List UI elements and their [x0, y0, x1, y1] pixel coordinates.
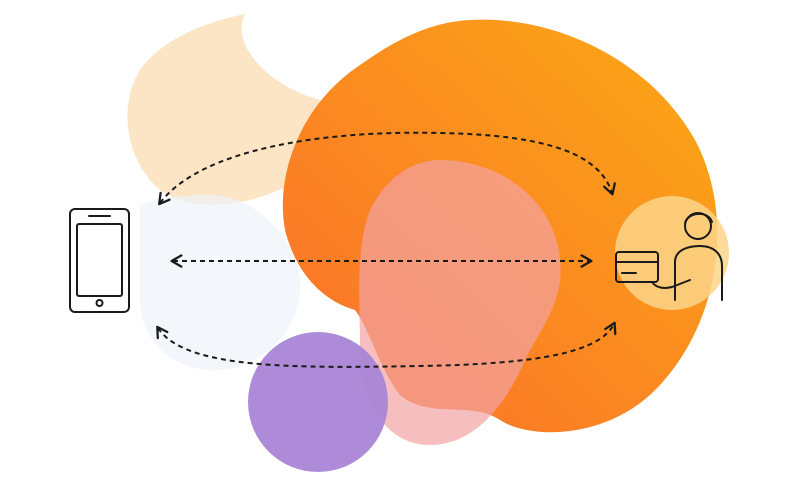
purple-circle-bottom: [248, 332, 388, 472]
person-with-card-icon: [615, 212, 723, 301]
pink-blob-center: [359, 160, 561, 445]
smartphone-icon: [69, 208, 130, 313]
light-blue-blob-left: [140, 195, 300, 371]
peach-blob-top-left: [127, 14, 324, 205]
top-curved-arrow: [158, 131, 616, 206]
bottom-curved-arrow: [156, 321, 617, 368]
